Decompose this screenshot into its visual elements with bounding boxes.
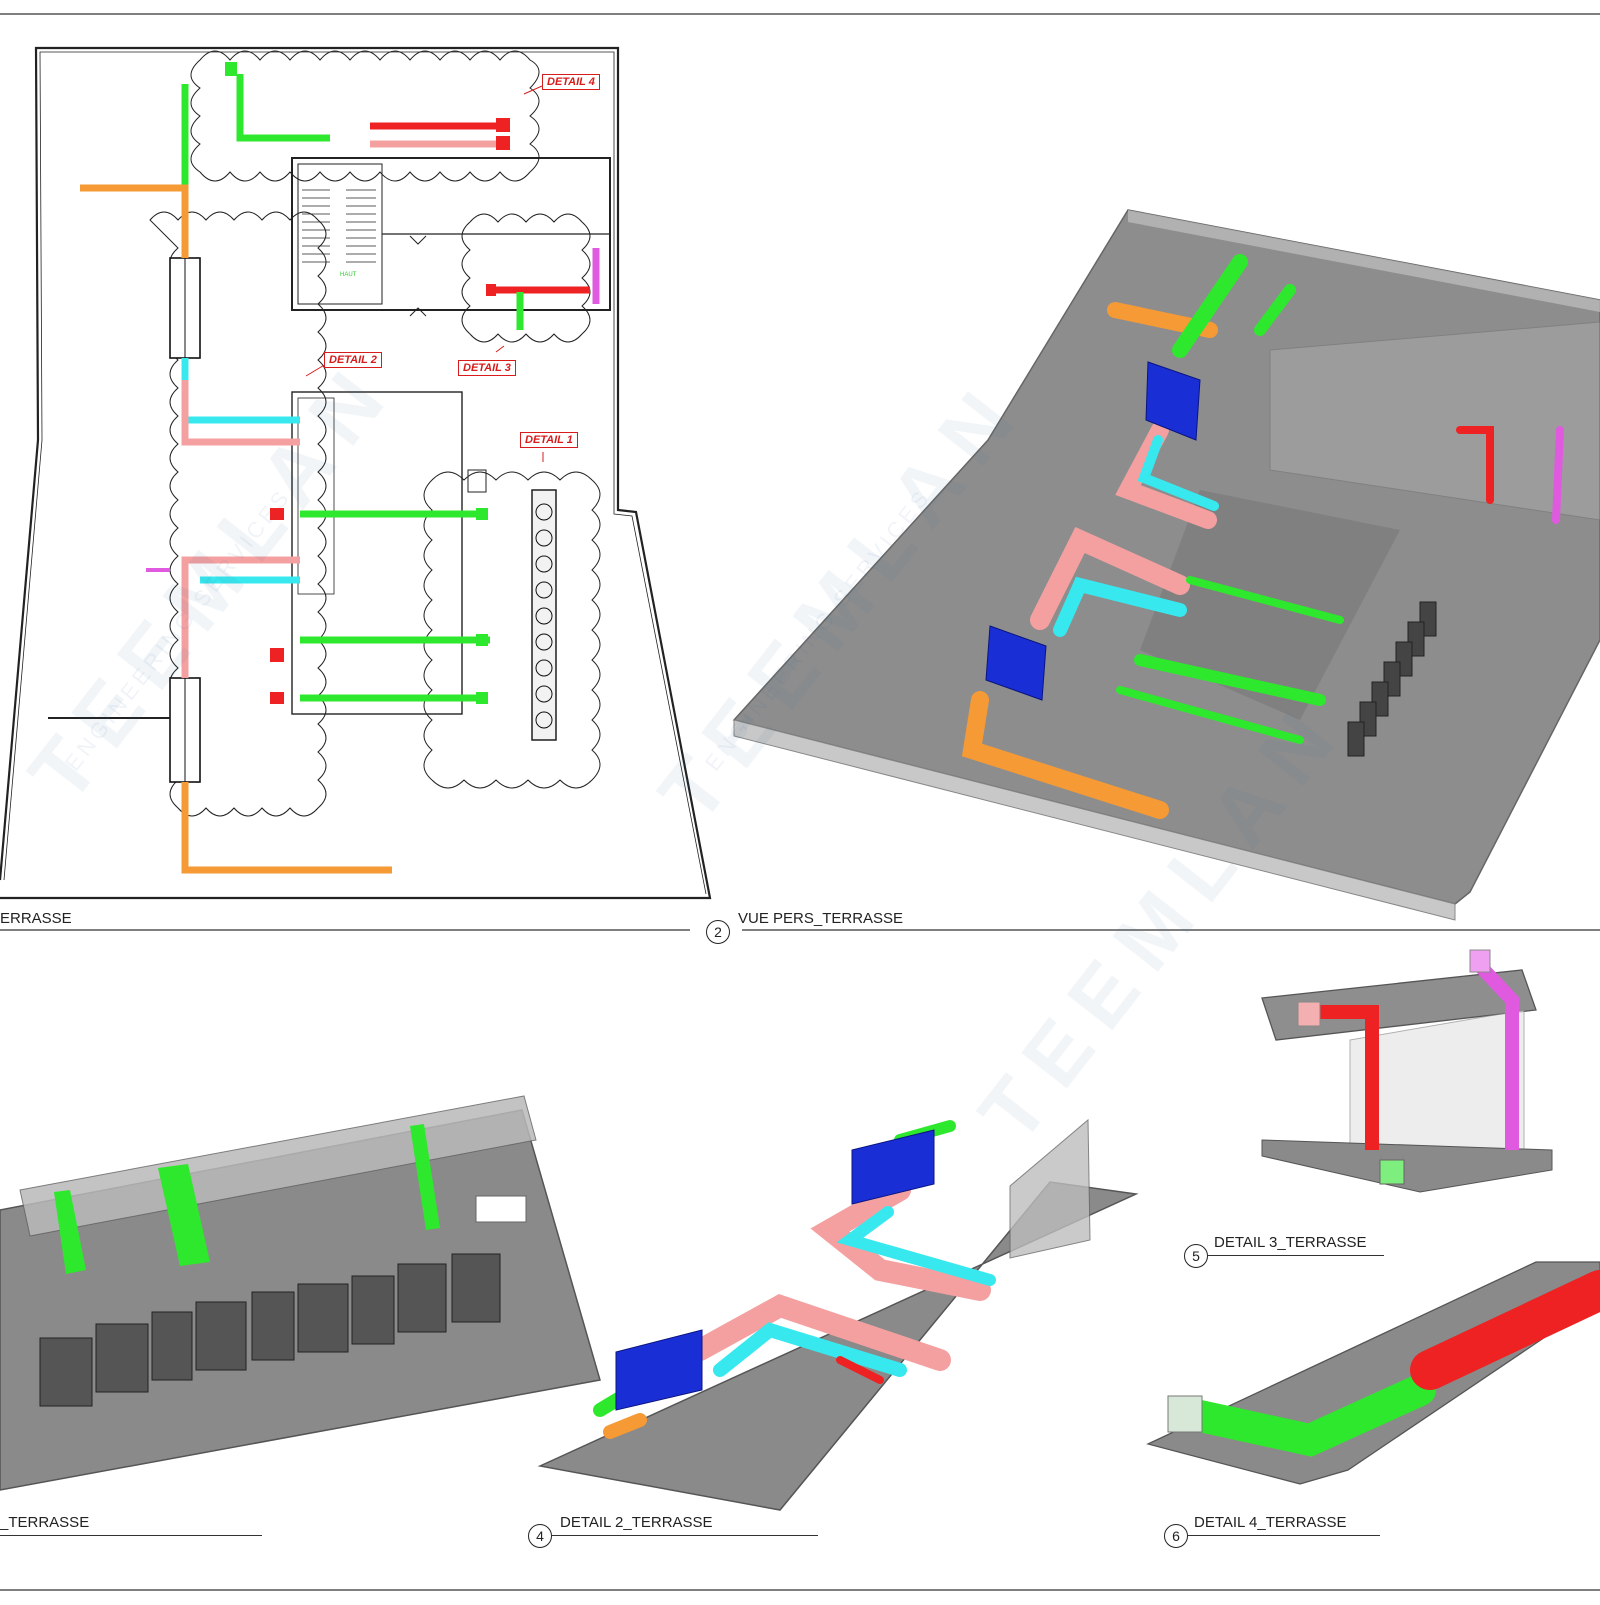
detail1-canopy xyxy=(19,1095,537,1237)
detail3-view-title: DETAIL 3_TERRASSE xyxy=(1214,1234,1367,1251)
detail1-view-title: _TERRASSE xyxy=(0,1514,90,1531)
detail2-view-number: 4 xyxy=(528,1524,552,1548)
stair-treads xyxy=(302,189,376,263)
detail2-view-title: DETAIL 2_TERRASSE xyxy=(560,1514,713,1531)
stair-label: HAUT xyxy=(340,272,357,278)
roof-slab-edge xyxy=(733,719,1456,921)
plant-area xyxy=(291,391,463,715)
detail3-cloud xyxy=(461,213,591,343)
detail4-view-title: DETAIL 4_TERRASSE xyxy=(1194,1514,1347,1531)
detail2-cloud xyxy=(149,211,327,817)
condenser-fans xyxy=(535,503,553,729)
detail2-view xyxy=(537,1118,1139,1511)
detail3-floor xyxy=(1261,1139,1553,1193)
ahu-2-3d xyxy=(985,625,1047,701)
plan-view-title: ERRASSE xyxy=(0,910,72,927)
detail2-leader xyxy=(305,363,327,377)
condenser-row-3d xyxy=(1347,601,1437,757)
plan-view: HAUT xyxy=(0,46,712,900)
detail4-underline xyxy=(1188,1535,1380,1536)
perspective-view-title: VUE PERS_TERRASSE xyxy=(738,910,904,927)
stair-core xyxy=(297,163,383,305)
perspective-ducts xyxy=(961,254,1564,819)
detail2-ahu-2 xyxy=(615,1329,703,1411)
detail3-roof xyxy=(1261,969,1537,1041)
detail2-underline xyxy=(552,1535,818,1536)
detail4-view-number: 6 xyxy=(1164,1524,1188,1548)
detail2-ahu-1 xyxy=(851,1129,935,1205)
technical-room-3d xyxy=(1269,321,1600,521)
detail3-ducts xyxy=(1310,963,1519,1150)
detail1-cloud xyxy=(423,471,601,789)
detail2-ducts xyxy=(593,1120,996,1439)
detail4-cloud xyxy=(190,50,540,182)
detail3-view xyxy=(1261,949,1553,1193)
perspective-view xyxy=(732,209,1600,921)
ahu-1-3d xyxy=(1145,361,1201,441)
detail4-leader xyxy=(523,85,543,95)
door-swing-icon xyxy=(409,235,427,245)
detail4-callout: DETAIL 4 xyxy=(542,74,600,90)
detail1-ducts xyxy=(54,1124,440,1274)
detail1-view xyxy=(0,1095,601,1491)
plant-curb xyxy=(297,397,335,595)
detail3-underline xyxy=(1208,1255,1384,1256)
detail1-hatch xyxy=(475,1195,527,1223)
detail1-callout: DETAIL 1 xyxy=(520,432,578,448)
roof-outline-inner xyxy=(3,51,707,895)
detail3-leader xyxy=(495,345,505,353)
roof-outline xyxy=(0,46,712,900)
detail4-slab xyxy=(1146,1261,1600,1485)
detail1-condensers xyxy=(39,1253,501,1407)
perspective-view-number: 2 xyxy=(706,920,730,944)
detail3-callout: DETAIL 3 xyxy=(458,360,516,376)
detail1-underline xyxy=(0,1535,262,1536)
roof-hatch xyxy=(467,469,487,493)
detail4-view xyxy=(1146,1261,1600,1485)
door-swing-icon-2 xyxy=(409,307,427,317)
detail3-view-number: 5 xyxy=(1184,1244,1208,1268)
detail4-ducts xyxy=(1184,1270,1600,1457)
detail2-callout: DETAIL 2 xyxy=(324,352,382,368)
plan-ducts xyxy=(80,74,600,874)
detail2-wall xyxy=(1009,1118,1091,1259)
plan-duct-terminals xyxy=(48,62,510,719)
